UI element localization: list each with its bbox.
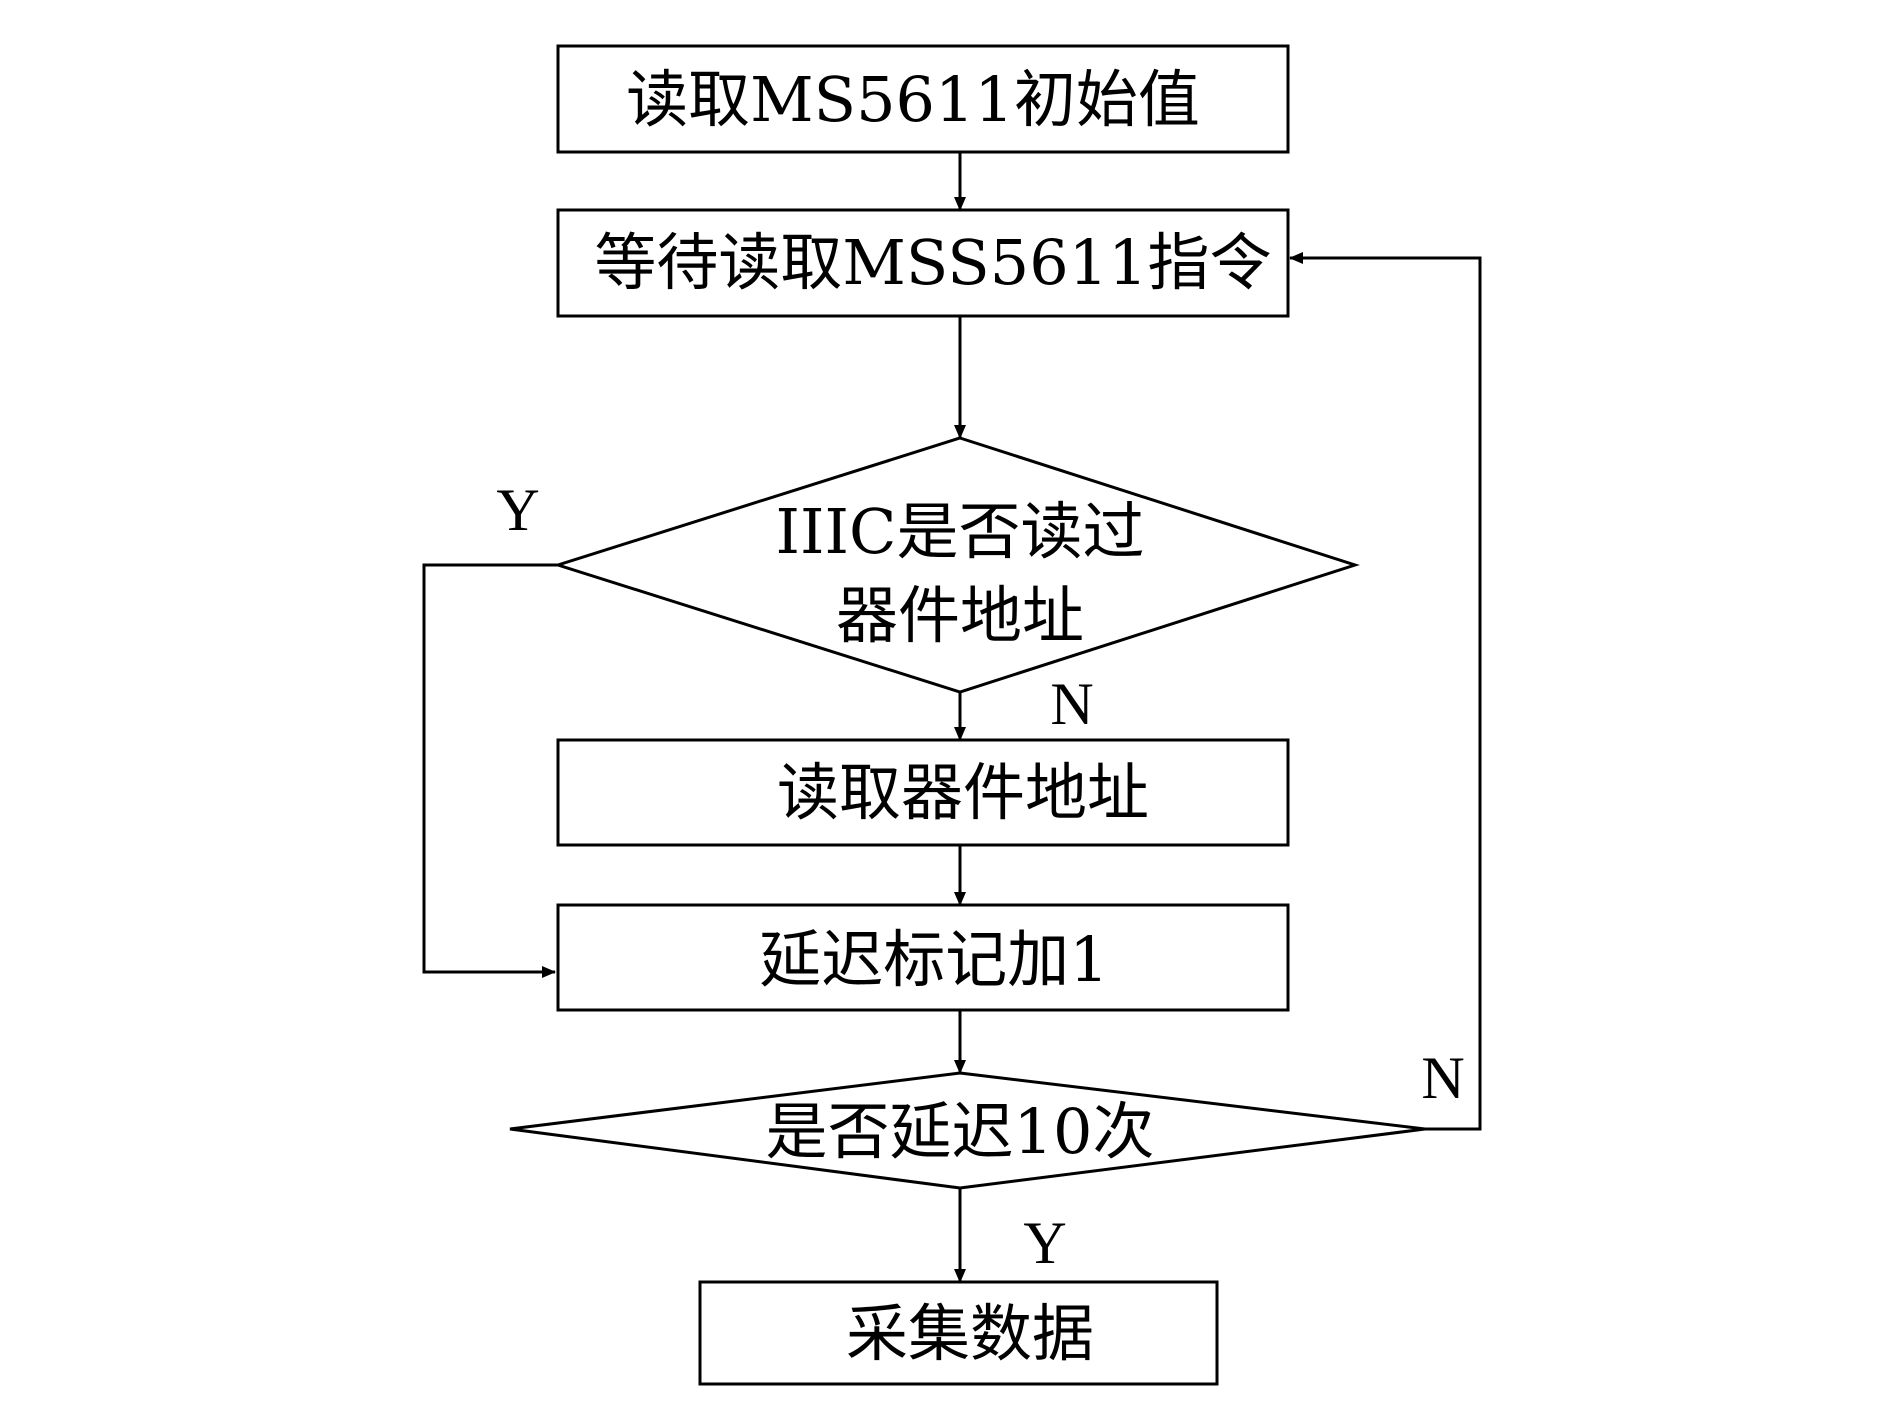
node-wait-command (556, 208, 1290, 318)
node-read-address (556, 738, 1290, 847)
nodes-layer: 读取MS5611初始值 等待读取MSS5611指令 IIIC是否读过 器件地址 … (509, 44, 1426, 1386)
edge-label-delay-yes: Y (1023, 1210, 1066, 1276)
edge-label-address-no: N (1050, 671, 1093, 737)
edge-label-address-yes: Y (496, 477, 539, 543)
node-collect-data-label: 采集数据 (846, 1297, 1094, 1370)
node-decision-address-label-line1: IIIC是否读过 (776, 495, 1145, 568)
edge-decision-delay-to-wait-command (1289, 252, 1482, 1131)
node-read-initial (556, 44, 1290, 154)
node-wait-command-label: 等待读取MSS5611指令 (594, 226, 1271, 299)
branch-labels-layer: Y N N Y (496, 477, 1464, 1276)
node-delay-increment-label: 延迟标记加1 (759, 923, 1108, 996)
node-decision-address-label-line2: 器件地址 (836, 579, 1084, 652)
node-read-address-label: 读取器件地址 (777, 756, 1149, 829)
edges-layer (422, 152, 1482, 1283)
node-delay-increment (556, 903, 1290, 1012)
node-decision-address (553, 436, 1360, 694)
edge-label-delay-no: N (1421, 1045, 1464, 1111)
node-collect-data (698, 1280, 1219, 1386)
node-decision-delay (509, 1071, 1426, 1190)
node-read-initial-label: 读取MS5611初始值 (626, 63, 1200, 136)
edge-decision-address-to-delay-increment (422, 563, 558, 978)
node-decision-delay-label: 是否延迟10次 (766, 1095, 1155, 1168)
